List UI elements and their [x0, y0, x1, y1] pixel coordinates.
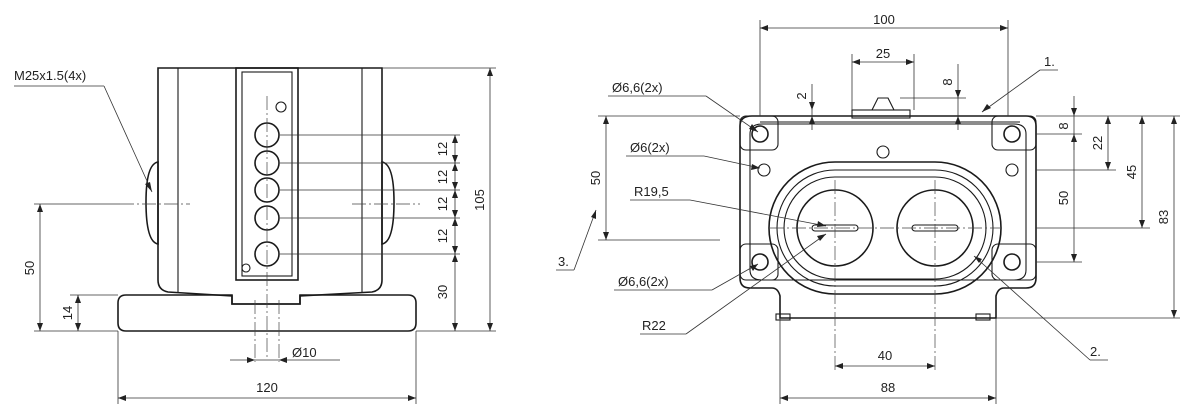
dim-120: 120 [256, 380, 278, 395]
mounting-hole-br [1003, 253, 1021, 271]
leader-line [573, 209, 597, 271]
right-gland [381, 161, 395, 245]
leader-line [973, 255, 1091, 361]
note-dia6: Ø6(2x) [630, 140, 670, 155]
thread-note: M25x1.5(4x) [14, 68, 86, 83]
plan-view: 100 25 8 2 1. 8 [556, 12, 1180, 404]
dim-50-left: 50 [22, 261, 37, 275]
note-r22: R22 [642, 318, 666, 333]
top-lug-peak [871, 97, 895, 111]
note-dia66-bottom: Ø6,6(2x) [618, 274, 669, 289]
small-hole-top [876, 145, 890, 159]
base-flange-outline [117, 294, 417, 332]
small-hole-r [1005, 163, 1019, 177]
mounting-hole [241, 263, 251, 273]
mounting-hole-tr [1003, 125, 1021, 143]
leader-line [981, 69, 1041, 113]
dim-50-right: 50 [1056, 191, 1071, 205]
leader-line [703, 155, 761, 169]
mounting-hole [275, 101, 287, 113]
dim-pitch-2: 12 [435, 170, 450, 184]
dim-14: 14 [60, 306, 75, 320]
callout-2: 2. [1090, 344, 1101, 359]
callout-1: 1. [1044, 54, 1055, 69]
main-body-outline [157, 67, 383, 305]
dim-45: 45 [1124, 165, 1139, 179]
top-lug [851, 109, 911, 119]
bottom-tab [975, 313, 991, 321]
dim-25: 25 [876, 46, 890, 61]
leader-line [685, 233, 827, 335]
front-view: M25x1.5(4x) 12 12 12 12 30 [14, 67, 496, 404]
leader-line [705, 95, 759, 133]
note-dia66-top: Ø6,6(2x) [612, 80, 663, 95]
small-hole-l [757, 163, 771, 177]
dim-83: 83 [1156, 210, 1171, 224]
leader-arrow [145, 182, 152, 192]
callout-3: 3. [558, 254, 569, 269]
dim-pitch-3: 12 [435, 197, 450, 211]
mounting-hole-tl [751, 125, 769, 143]
hole-pitch-dims [280, 134, 460, 331]
corner-pad [991, 115, 1037, 151]
corner-pad [991, 243, 1037, 281]
leader-line [689, 199, 827, 227]
dim-8-right: 8 [1056, 122, 1071, 129]
note-r195: R19,5 [634, 184, 669, 199]
dim-88: 88 [881, 380, 895, 395]
leader-line [711, 263, 759, 291]
leader-line [103, 85, 153, 193]
corner-pad [739, 115, 779, 151]
dim-40: 40 [878, 348, 892, 363]
dim-pitch-4: 12 [435, 229, 450, 243]
dim-100: 100 [873, 12, 895, 27]
dim-pitch-1: 12 [435, 142, 450, 156]
dim-105: 105 [472, 189, 487, 211]
dim-50-left-plan: 50 [588, 171, 603, 185]
dim-30: 30 [435, 285, 450, 299]
mounting-hole-bl [751, 253, 769, 271]
dim-dia-10: Ø10 [292, 345, 317, 360]
dim-22: 22 [1090, 136, 1105, 150]
left-gland [145, 161, 159, 245]
dim-8-top: 8 [940, 78, 955, 85]
dim-2: 2 [794, 92, 809, 99]
bottom-tab [775, 313, 791, 321]
